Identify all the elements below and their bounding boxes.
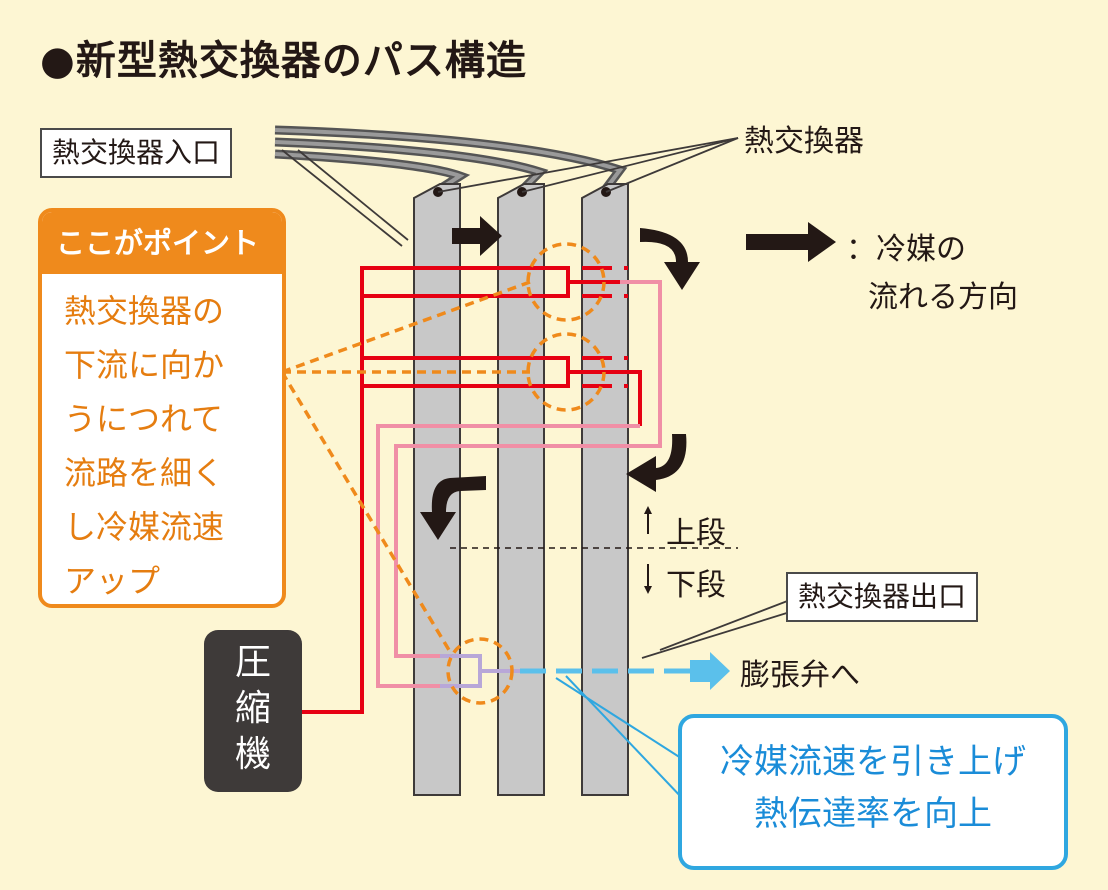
legend-text-line2: 流れる方向 bbox=[868, 280, 1018, 315]
exchanger-column-2 bbox=[497, 183, 545, 796]
point-line: うにつれて bbox=[64, 400, 224, 438]
callout-box: 冷媒流速を引き上げ 熱伝達率を向上 bbox=[678, 714, 1068, 870]
legend-text-line1: ：冷媒の bbox=[846, 232, 966, 267]
compressor-char: 縮 bbox=[234, 688, 271, 729]
expansion-valve-label: 膨張弁へ bbox=[740, 658, 860, 693]
point-line: し冷媒流速 bbox=[64, 508, 225, 546]
flow-arrows bbox=[420, 216, 836, 540]
point-line: 下流に向か bbox=[64, 346, 225, 384]
inlet-label: 熱交換器入口 bbox=[40, 128, 233, 178]
compressor-char: 圧 bbox=[234, 642, 271, 683]
point-body: 熱交換器の 下流に向か うにつれて 流路を細く し冷媒流速 アップ bbox=[42, 274, 282, 604]
refrigerant-tube-passes bbox=[414, 266, 628, 388]
point-line: 熱交換器の bbox=[64, 292, 225, 330]
callout-pointer bbox=[555, 675, 685, 801]
inlet-pipes bbox=[274, 125, 628, 194]
heat-exchanger-label: 熱交換器 bbox=[744, 124, 864, 159]
flow-arrow-curve-mid bbox=[626, 434, 687, 492]
expansion-valve-arrow bbox=[690, 652, 730, 690]
callout-line: 冷媒流速を引き上げ bbox=[720, 742, 1026, 782]
lower-stage-label: 下段 bbox=[666, 568, 726, 603]
label-pointers bbox=[281, 137, 791, 659]
callout-line: 熱伝達率を向上 bbox=[754, 794, 992, 834]
flow-arrow-right bbox=[452, 216, 502, 256]
point-box: ここがポイント 熱交換器の 下流に向か うにつれて 流路を細く し冷媒流速 アッ… bbox=[38, 208, 286, 608]
flow-arrow-curve-left bbox=[420, 476, 486, 540]
point-heading: ここがポイント bbox=[42, 212, 282, 274]
point-line: アップ bbox=[64, 562, 161, 600]
compressor-char: 機 bbox=[234, 734, 271, 775]
legend-arrow bbox=[746, 222, 836, 262]
highlight-circles bbox=[446, 242, 606, 705]
outlet-label: 熱交換器出口 bbox=[786, 572, 979, 622]
upper-stage-label: 上段 bbox=[666, 516, 726, 551]
point-leader-lines bbox=[280, 280, 531, 656]
point-line: 流路を細く bbox=[64, 454, 225, 492]
diagram-title: ●新型熱交換器のパス構造 bbox=[40, 38, 527, 84]
refrigerant-lower-stage bbox=[376, 280, 662, 688]
compressor-box: 圧 縮 機 bbox=[204, 630, 302, 792]
flow-arrow-curve-top bbox=[640, 228, 700, 290]
